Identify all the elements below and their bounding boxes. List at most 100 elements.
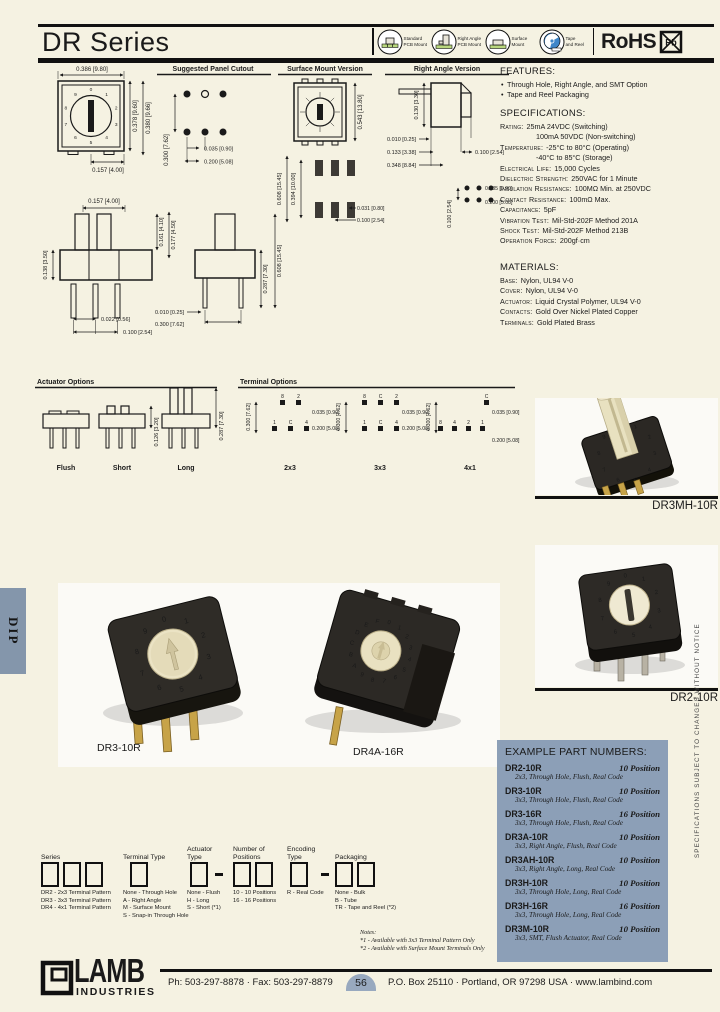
notes-title: Notes: [360,929,377,936]
builder-label: Packaging [335,853,367,861]
dim-label: 0.200 [5.08] [204,160,234,166]
actuator-option-label: Long [177,465,194,472]
pin-label: 2 [467,420,470,426]
product-label-dr3mh: DR3MH-10R [652,500,718,512]
standard-pcb-mount-icon [377,29,402,54]
dial-digit: 9 [74,92,77,98]
builder-option: DR2 - 2x3 Terminal Pattern [41,890,111,896]
dim-label: 0.100 [2.54] [123,330,153,336]
part-number: DR3-16R [505,809,542,819]
dial-digit: 4 [647,467,652,474]
dial-digit: 1 [183,616,189,626]
dial-digit: 4 [105,135,108,141]
part-number-entry: DR3H-16R 16 Position 3x3, Through Hole, … [505,901,660,919]
spec-row: Dielectric Strength:250VAC for 1 Minute [500,174,638,184]
dial-digit: 6 [616,477,621,484]
spec-row: Rating:25mA 24VDC (Switching) [500,122,608,131]
dial-digit: 6 [613,629,618,635]
dim-label: 0.138 [3.50] [43,250,49,280]
builder-notes: Notes: *1 - Available with 3x3 Terminal … [360,929,485,953]
code-box [41,862,59,887]
drawing-title: Suggested Panel Cutout [173,66,255,73]
builder-option: H - Long [187,897,210,904]
dial-digit: 7 [382,678,387,685]
icon-label: and Reel [565,41,584,47]
header-top-rule [38,24,714,27]
page-title: DR Series [42,27,170,57]
dim-label: 0.035 [0.90] [204,147,234,153]
builder-option: 16 - 16 Positions [233,897,277,904]
spec-row: Temperature:-25°C to 80°C (Operating) [500,142,630,152]
rohs-mark: RoHS Pb [601,29,683,55]
dim-label: 0.177 [4.50] [171,220,177,250]
header-bottom-rule [38,58,714,63]
dim-label: 0.031 [0.80] [357,206,385,212]
product-label-dr2: DR2-10R [670,692,718,704]
dial-digit: 7 [602,467,607,474]
code-box [130,862,148,887]
position-count: 10 Position [619,763,660,773]
dial-digit: A [352,663,358,670]
spec-row: Contact Resistance:100mΩ Max. [500,194,611,204]
dial-digit: 9 [142,626,148,636]
footer-rule [160,969,712,972]
spec-row: Operation Force:200gf·cm [500,236,590,246]
builder-option: R - Real Code [287,890,324,896]
page-number-badge: 56 [346,974,376,991]
position-count: 10 Position [619,855,660,865]
dip-tab-label: DIP [6,616,21,646]
pin-label: C [485,394,489,400]
pin-label: 1 [273,420,276,426]
part-number-entry: DR3M-10R 10 Position 3x3, SMT, Flush Act… [505,924,660,942]
actuator-options: Actuator Options Flush 0.126 [3.20] Shor… [35,379,225,472]
dim-label: 0.378 [9.60] [133,100,139,132]
builder-label: Series [41,853,61,861]
code-box [290,862,308,887]
dial-digit: 2 [647,434,652,441]
dial-digit: 0 [161,614,167,624]
dial-digit: 9 [602,434,607,441]
icon-label: Tape [565,36,576,42]
icon-label: Mount [511,41,525,47]
dial-digit: 0 [623,573,628,579]
spec-row: Insulation Resistance:100MΩ Min. at 250V… [500,184,651,194]
dim-label: 0.608 [15.45] [277,244,283,277]
dial-digit: 1 [397,625,402,632]
builder-label: Terminal Type [123,853,166,861]
dim-label: 0.200 [5.08] [492,438,520,444]
part-number-description: 3x3, Through Hole, Long, Real Code [515,911,622,919]
note-line: *1 - Available with 3x3 Terminal Pattern… [360,937,475,944]
right-angle-pcb-mount-icon [431,29,456,54]
divider [592,28,594,55]
pin-label: 4 [453,420,456,426]
pin-label: 8 [281,394,284,400]
position-count: 10 Position [619,924,660,934]
dial-digit: 2 [404,634,409,641]
features-section: FEATURES: Through Hole, Right Angle, and… [500,66,716,100]
dim-label: 0.100 [2.54] [447,200,453,228]
dial-digit: 8 [597,451,602,458]
side-disclaimer: SPECIFICATIONS SUBJECT TO CHANGES WITHOU… [694,623,701,858]
pin-label: 1 [481,420,484,426]
dial-digit: E [363,622,369,629]
builder-label: Number of Positions [233,846,265,861]
material-row: Cover:Nylon, UL94 V-0 [500,286,578,296]
dial-digit: F [375,619,380,626]
builder-options: R - Real Code [287,890,331,898]
specifications-title: SPECIFICATIONS: [500,108,586,119]
photo-rule [535,496,718,499]
dial-digit: 6 [393,675,398,682]
photo-rule [535,688,718,691]
builder-label: Actuator Type [187,846,213,861]
dim-label: 0.300 [7.62] [426,403,432,431]
builder-option: M - Surface Mount [123,905,171,912]
dial-digit: 3 [653,451,658,458]
dim-label: 0.380 [9.66] [146,102,152,134]
